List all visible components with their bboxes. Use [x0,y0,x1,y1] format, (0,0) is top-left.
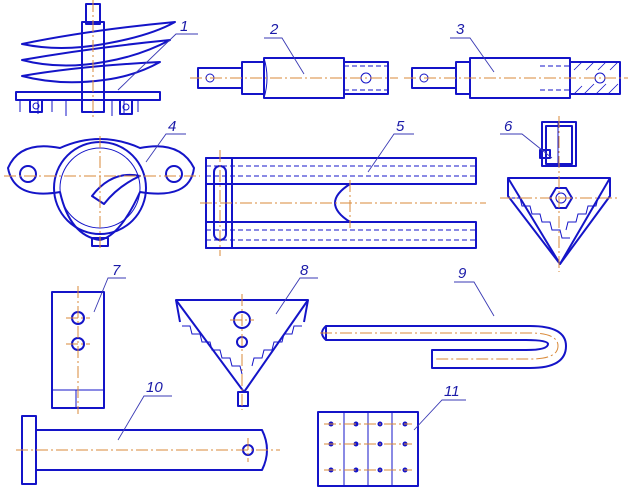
part-8-blade [175,294,309,410]
callout-4-number: 4 [168,118,176,135]
callout-3-number: 3 [456,21,465,38]
callout-1-number: 1 [180,18,188,35]
callout-10-number: 10 [146,379,163,396]
callout-6: 6 [500,118,553,159]
callout-9: 9 [454,265,495,317]
part-10-pin [16,415,280,485]
callout-3: 3 [450,21,495,73]
callout-11-number: 11 [444,383,460,400]
callout-11: 11 [413,383,466,431]
callout-5-number: 5 [396,118,405,135]
callout-8-number: 8 [300,262,309,279]
callout-9-number: 9 [458,265,467,282]
callout-7: 7 [93,262,126,313]
part-9-hook [320,325,567,369]
callout-10: 10 [117,379,172,441]
part-7-plate [51,286,105,414]
callout-2-number: 2 [269,21,279,38]
callout-6-number: 6 [504,118,513,135]
callout-1: 1 [117,18,198,91]
part-6-cutter-head [500,116,620,272]
callout-7-number: 7 [112,262,121,279]
part-4-housing [4,136,200,250]
callout-4: 4 [145,118,186,163]
part-5-frame [200,150,486,256]
part-2-shaft [190,57,398,99]
callout-8: 8 [275,262,318,315]
callout-5: 5 [367,118,414,173]
callout-2: 2 [264,21,305,75]
part-11-block-plate [317,411,419,487]
part-3-shaft [404,57,628,99]
part-1-auger [15,0,176,120]
